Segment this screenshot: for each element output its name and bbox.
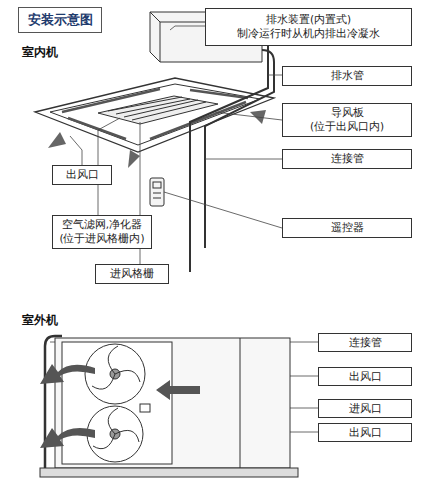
callout-box: 出风口: [52, 165, 112, 185]
callout-box: 排水装置(内置式)制冷运行时从机内排出冷凝水: [205, 8, 412, 46]
remote-control: [150, 178, 164, 206]
leader-line: [215, 112, 282, 120]
indoor-unit: [35, 12, 274, 272]
callout-box: 进风口: [318, 399, 412, 418]
outlet-slot: [68, 118, 126, 139]
callout-note: (位于出风口内): [310, 120, 384, 134]
callout-box: 出风口: [318, 367, 412, 386]
air-arrow: [40, 364, 95, 384]
outlet-slot: [150, 102, 246, 139]
leader-line: [164, 192, 282, 228]
callout-box: 出风口: [318, 423, 412, 442]
leader-line: [170, 26, 205, 30]
callout-text: 出风口: [349, 370, 382, 384]
callout-text: 出风口: [66, 168, 99, 182]
leader-line: [268, 75, 282, 76]
callout-text: 连接管: [349, 336, 382, 350]
callout-box: 空气滤网,净化器(位于进风格栅内): [52, 215, 152, 249]
outdoor-case: [55, 338, 290, 468]
grille-line: [132, 102, 206, 120]
fan-blade: [92, 346, 140, 389]
callout-box: 导风板(位于出风口内): [282, 103, 412, 137]
callout-text: 排水管: [331, 69, 364, 83]
callout-box: 连接管: [318, 333, 412, 352]
fan-grille: [62, 342, 172, 464]
remote-button: [153, 193, 161, 194]
section-label: 室内机: [22, 44, 58, 61]
air-arrow: [40, 428, 95, 448]
callout-text: 进风口: [349, 402, 382, 416]
callout-text: 空气滤网,净化器: [62, 218, 142, 232]
air-arrow: [156, 380, 200, 400]
callout-note: 制冷运行时从机内排出冷凝水: [237, 27, 380, 41]
section-label: 室外机: [22, 312, 58, 329]
callout-note: (位于进风格栅内): [59, 232, 144, 246]
fan: [85, 344, 145, 404]
drain-pipe: [190, 28, 268, 272]
callout-box: 排水管: [282, 66, 412, 86]
remote-screen: [153, 182, 161, 188]
case-edge: [240, 338, 241, 468]
fan-blade: [93, 408, 139, 449]
grille-line: [124, 100, 198, 117]
connecting-pipe: [205, 50, 274, 248]
outdoor-unit: [40, 336, 298, 477]
air-arrow: [128, 150, 140, 168]
callout-text: 连接管: [331, 152, 364, 166]
base: [40, 468, 298, 477]
callout-text: 进风格栅: [110, 267, 154, 281]
outlet-slot: [190, 90, 248, 98]
callout-text: 导风板: [331, 106, 364, 120]
diagram-title: 安装示意图: [18, 7, 102, 33]
callout-box: 进风格栅: [95, 264, 169, 284]
air-arrow: [48, 132, 66, 148]
leader-line: [205, 159, 282, 160]
fan: [87, 406, 143, 462]
callout-box: 连接管: [282, 149, 412, 169]
body-edge: [150, 12, 160, 22]
callout-text: 出风口: [349, 426, 382, 440]
grille-line: [116, 99, 190, 114]
callout-text: 排水装置(内置式): [266, 13, 351, 27]
control-symbol: [140, 404, 150, 412]
body-edge: [160, 22, 161, 62]
callout-text: 遥控器: [331, 221, 364, 235]
leader-line: [70, 136, 82, 165]
remote-button: [153, 198, 161, 199]
outlet-slot: [62, 89, 160, 112]
callout-box: 遥控器: [282, 218, 412, 238]
outdoor-arrows: [40, 364, 200, 448]
